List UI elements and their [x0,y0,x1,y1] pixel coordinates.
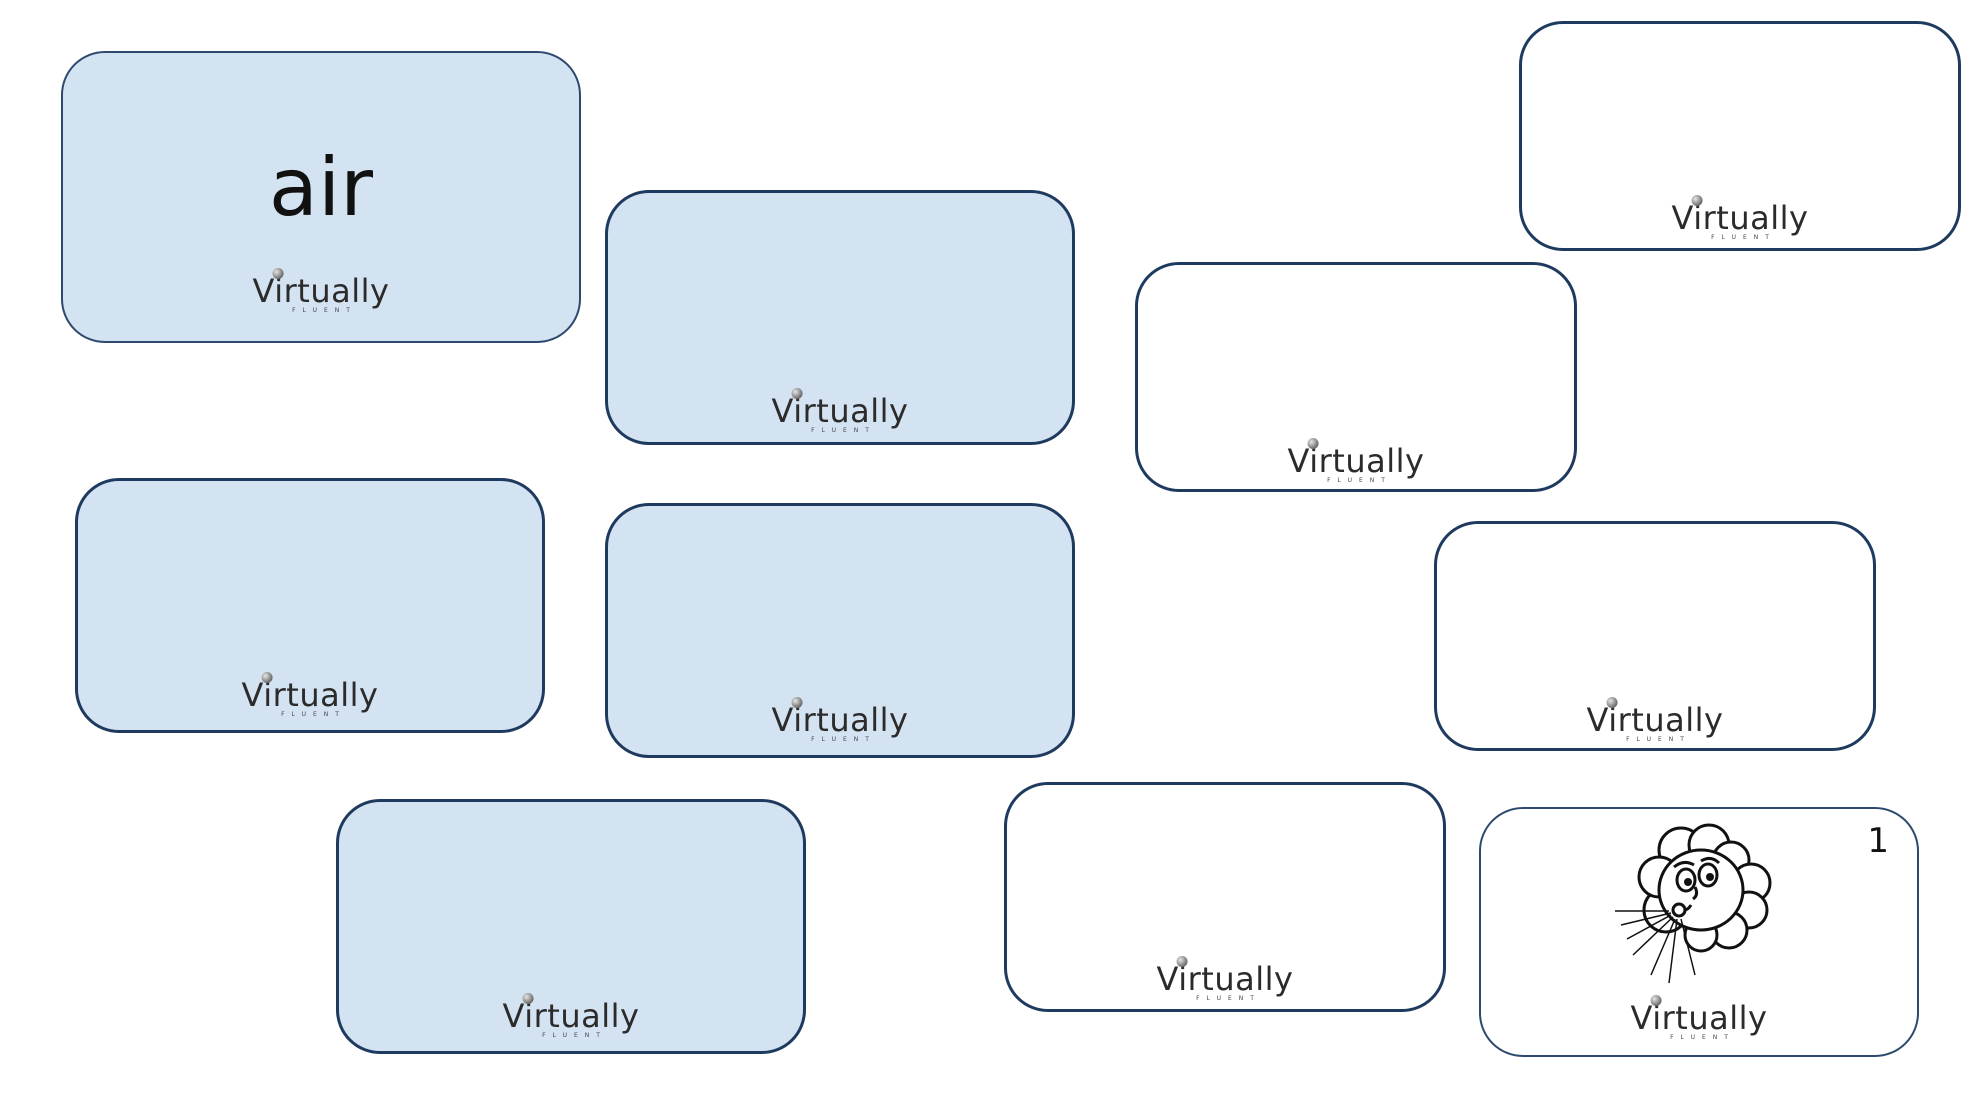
globe-icon [522,993,534,1004]
virtually-fluent-logo: Virtually FLUENT [252,268,390,314]
logo-tagline: FLUENT [281,711,346,718]
globe-icon [261,672,273,683]
logo-tagline: FLUENT [542,1032,607,1039]
virtually-fluent-logo: Virtually FLUENT [1586,697,1724,743]
logo-name: Virtually [771,701,909,739]
globe-icon [1691,195,1703,206]
globe-icon [1606,697,1618,708]
virtually-fluent-logo: Virtually FLUENT [241,672,379,718]
logo-tagline: FLUENT [811,427,876,434]
flashcard-back[interactable]: Virtually FLUENT [1434,521,1876,751]
flashcard-back[interactable]: Virtually FLUENT [1519,21,1961,251]
logo-name: Virtually [502,997,640,1035]
globe-icon [1307,438,1319,449]
flashcard-back[interactable]: Virtually FLUENT [605,503,1075,758]
logo-name: Virtually [1671,199,1809,237]
logo-tagline: FLUENT [1626,736,1691,743]
globe-icon [1650,995,1662,1006]
flashcard-back[interactable]: Virtually FLUENT [336,799,806,1054]
logo-name: Virtually [1586,701,1724,739]
globe-icon [791,388,803,399]
card-word: air [268,141,374,234]
logo-name: Virtually [1630,999,1768,1037]
flashcard-back[interactable]: Virtually FLUENT [1135,262,1577,492]
logo-name: Virtually [241,676,379,714]
virtually-fluent-logo: Virtually FLUENT [1630,995,1768,1041]
logo-tagline: FLUENT [1670,1034,1735,1041]
logo-name: Virtually [252,272,390,310]
virtually-fluent-logo: Virtually FLUENT [502,993,640,1039]
virtually-fluent-logo: Virtually FLUENT [1671,195,1809,241]
logo-tagline: FLUENT [292,307,357,314]
globe-icon [272,268,284,279]
virtually-fluent-logo: Virtually FLUENT [1287,438,1425,484]
globe-icon [1176,956,1188,967]
virtually-fluent-logo: Virtually FLUENT [771,388,909,434]
flashcard-back[interactable]: Virtually FLUENT [1004,782,1446,1012]
flashcard-picture[interactable]: 1 [1479,807,1919,1057]
virtually-fluent-logo: Virtually FLUENT [771,697,909,743]
logo-name: Virtually [1287,442,1425,480]
virtually-fluent-logo: Virtually FLUENT [1156,956,1294,1002]
flashcard-back[interactable]: Virtually FLUENT [605,190,1075,445]
logo-tagline: FLUENT [1327,477,1392,484]
flashcard-back[interactable]: Virtually FLUENT [75,478,545,733]
logo-name: Virtually [1156,960,1294,998]
logo-name: Virtually [771,392,909,430]
logo-tagline: FLUENT [1196,995,1261,1002]
logo-tagline: FLUENT [811,736,876,743]
card-number: 1 [1867,821,1889,861]
globe-icon [791,697,803,708]
flashcard-air[interactable]: air Virtually FLUENT [61,51,581,343]
logo-tagline: FLUENT [1711,234,1776,241]
cloud-blowing-wind-icon [1615,823,1772,984]
